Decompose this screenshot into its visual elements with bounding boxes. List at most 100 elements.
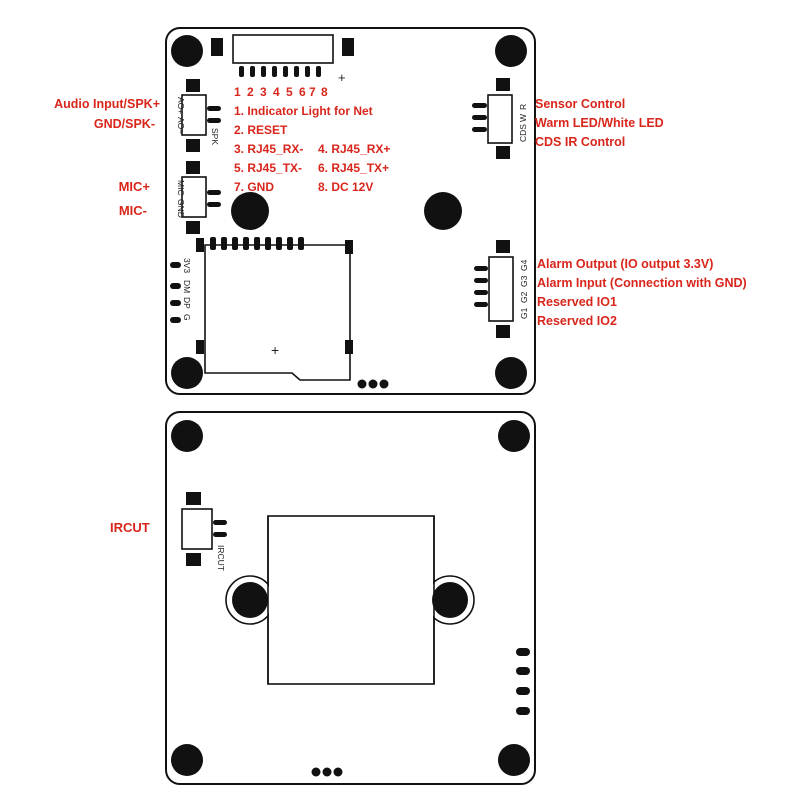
connector-numbers: 1 2 3 4 5 6 7 8	[234, 85, 328, 99]
sd-tab	[196, 340, 204, 354]
connector-pin	[213, 520, 227, 525]
sd-pin	[276, 237, 282, 250]
sd-pin	[265, 237, 271, 250]
sd-pin	[210, 237, 216, 250]
pin-number: 6	[299, 85, 306, 99]
mounting-hole	[231, 192, 269, 230]
mounting-hole	[171, 35, 203, 67]
label-sensor-control: Sensor Control	[535, 97, 625, 111]
silk-3v3: 3V3	[182, 258, 192, 273]
bottom-board: IRCUT	[165, 411, 536, 785]
connector-tab	[211, 38, 223, 56]
silk-mic: MIC	[176, 180, 186, 196]
label-reserved-io2: Reserved IO2	[537, 314, 617, 328]
label-reserved-io1: Reserved IO1	[537, 295, 617, 309]
silk-g4: G4	[519, 259, 529, 271]
connector-pin	[472, 103, 487, 108]
lens-screw-hole	[232, 582, 268, 618]
pin-legend-item: 5. RJ45_TX-	[234, 161, 302, 175]
connector-pin	[294, 66, 299, 77]
mounting-hole	[495, 35, 527, 67]
network-connector: +	[211, 34, 354, 85]
silk-g1: G1	[519, 307, 529, 319]
label-audio-input: Audio Input/SPK+	[54, 97, 160, 111]
sd-pin	[287, 237, 293, 250]
connector-pin	[261, 66, 266, 77]
silk-spk: SPK	[210, 128, 220, 145]
test-pad	[311, 767, 321, 777]
sd-pin	[298, 237, 304, 250]
silk-w: W	[518, 114, 528, 122]
silk-dm: DM	[182, 280, 192, 293]
sd-plus: +	[271, 342, 279, 358]
connector-pin	[207, 202, 221, 207]
sensor-connector: CDS W R	[472, 78, 528, 159]
label-mic-minus: MIC-	[119, 203, 147, 218]
silk-g3: G3	[519, 275, 529, 287]
lens-mount	[225, 515, 475, 685]
sd-card-slot: +	[196, 237, 353, 381]
header-pin	[170, 300, 181, 306]
sd-tab	[196, 238, 204, 252]
connector-housing	[181, 508, 213, 550]
mounting-hole	[171, 744, 203, 776]
test-pad	[333, 767, 343, 777]
side-pad	[516, 667, 530, 675]
connector-housing	[181, 176, 207, 218]
sd-pin	[232, 237, 238, 250]
left-callouts: Audio Input/SPK+ GND/SPK- MIC+ MIC-	[54, 97, 160, 218]
connector-housing	[232, 34, 334, 64]
silk-ao-plus: AO+	[176, 97, 186, 114]
connector-housing	[488, 256, 514, 322]
mounting-hole	[424, 192, 462, 230]
connector-pin	[283, 66, 288, 77]
connector-tab	[342, 38, 354, 56]
pin-legend-item: 6. RJ45_TX+	[318, 161, 389, 175]
usb-header: 3V3 DM DP G	[170, 258, 192, 323]
audio-connector: AO+ AO− SPK	[176, 79, 221, 152]
silk-dp: DP	[182, 297, 192, 309]
connector-tab	[186, 221, 200, 234]
connector-pin	[213, 532, 227, 537]
label-alarm-input: Alarm Input (Connection with GND)	[537, 276, 747, 290]
test-pad	[368, 379, 378, 389]
mounting-hole	[171, 357, 203, 389]
connector-pin	[472, 115, 487, 120]
silk-r: R	[518, 104, 528, 110]
pin-legend-item: 1. Indicator Light for Net	[234, 104, 373, 118]
connector-pin	[207, 190, 221, 195]
connector-tab	[186, 79, 200, 92]
sd-pin	[221, 237, 227, 250]
alarm-connector: G1 G2 G3 G4	[474, 240, 529, 338]
connector-pin	[316, 66, 321, 77]
label-ircut: IRCUT	[110, 520, 150, 535]
silk-ircut: IRCUT	[216, 545, 226, 571]
connector-pin	[474, 278, 488, 283]
connector-tab	[496, 78, 510, 91]
connector-pin	[207, 106, 221, 111]
connector-pin	[474, 266, 488, 271]
connector-tab	[496, 146, 510, 159]
connector-housing	[487, 94, 513, 144]
mounting-hole	[171, 420, 203, 452]
pin-number: 5	[286, 85, 293, 99]
pin-legend: 1. Indicator Light for Net 2. RESET 3. R…	[234, 104, 390, 194]
pin-legend-item: 8. DC 12V	[318, 180, 373, 194]
top-board-outline	[165, 27, 536, 395]
label-mic-plus: MIC+	[119, 179, 151, 194]
connector-tab	[186, 492, 201, 505]
silk-cds: CDS	[518, 124, 528, 142]
header-pin	[170, 262, 181, 268]
pin-number: 1	[234, 85, 241, 99]
connector-tab	[186, 139, 200, 152]
connector-tab	[186, 553, 201, 566]
label-warm-led: Warm LED/White LED	[535, 116, 664, 130]
test-pad	[322, 767, 332, 777]
connector-pin	[250, 66, 255, 77]
pin-legend-item: 4. RJ45_RX+	[318, 142, 390, 156]
connector-tab	[186, 161, 200, 174]
pin-number: 8	[321, 85, 328, 99]
label-cds-ir: CDS IR Control	[535, 135, 625, 149]
connector-housing	[181, 94, 207, 136]
